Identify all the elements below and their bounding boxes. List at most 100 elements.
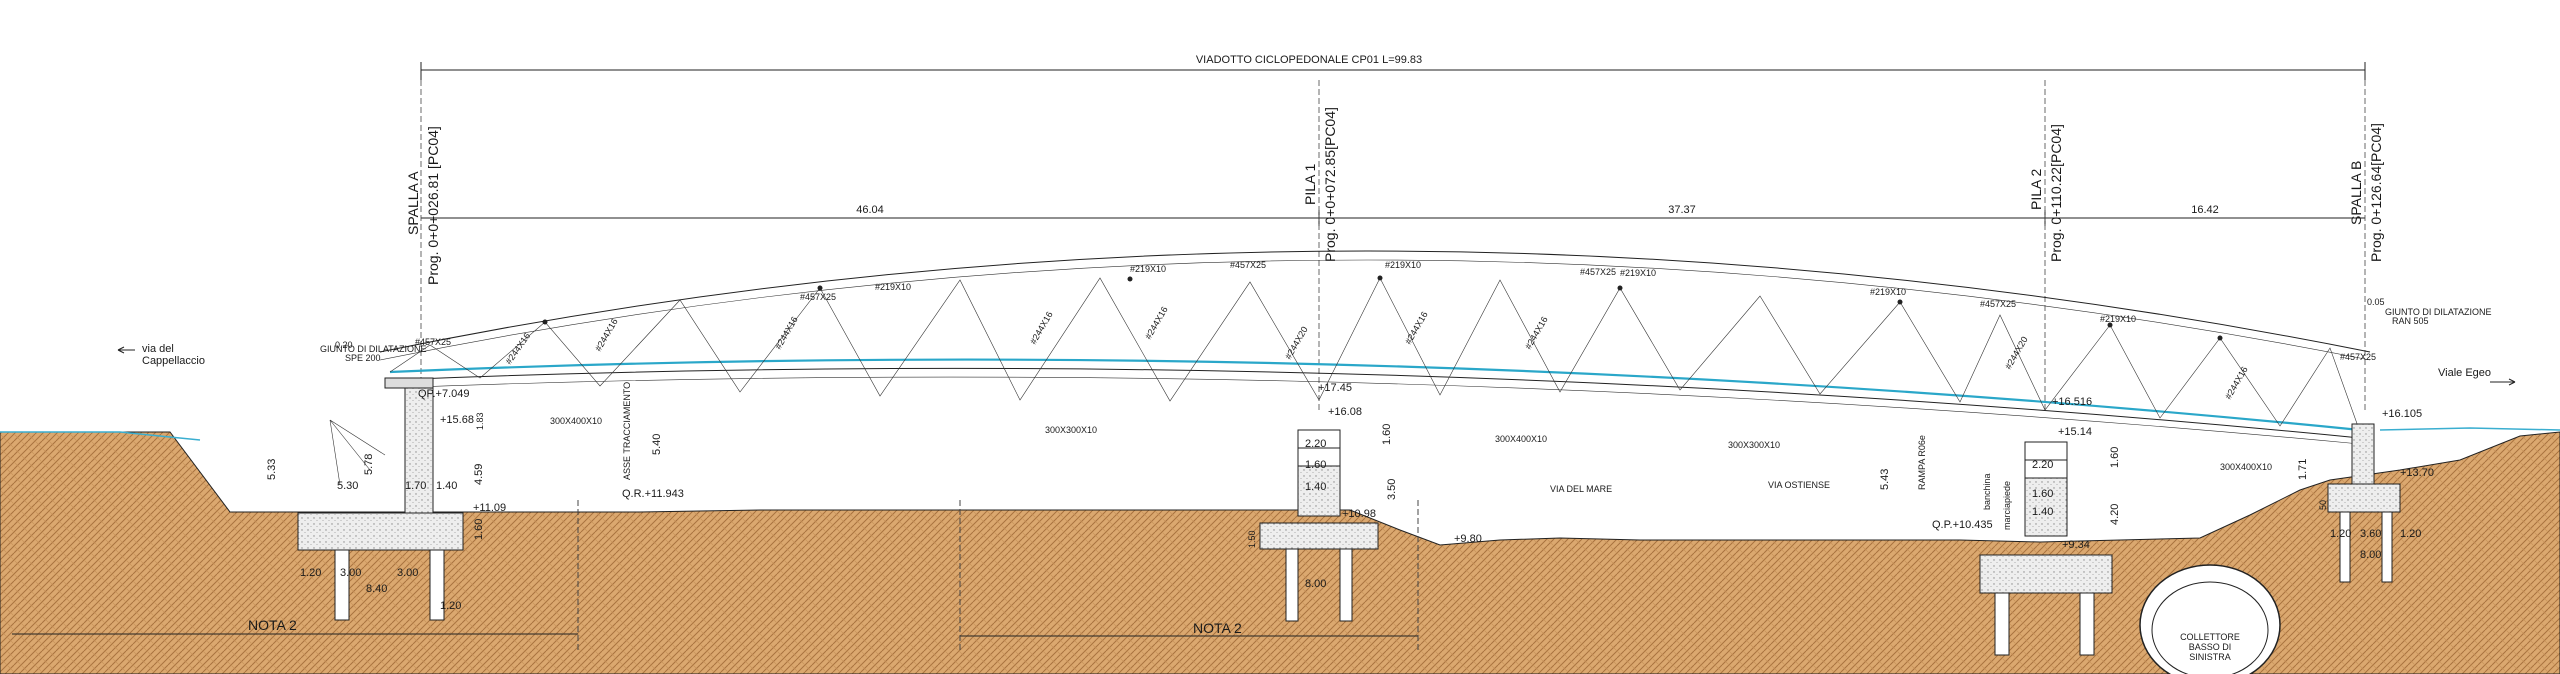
svg-text:ASSE TRACCIAMENTO: ASSE TRACCIAMENTO xyxy=(622,382,632,480)
svg-text:+9.34: +9.34 xyxy=(2062,539,2090,551)
pier-1 xyxy=(1259,429,1379,622)
svg-text:Q.P.+10.435: Q.P.+10.435 xyxy=(1932,519,1993,531)
svg-text:+16.516: +16.516 xyxy=(2052,396,2092,408)
svg-text:#244X16: #244X16 xyxy=(1143,305,1170,341)
svg-text:#244X16: #244X16 xyxy=(2223,365,2250,401)
svg-text:2.20: 2.20 xyxy=(1305,438,1326,450)
svg-text:#244X16: #244X16 xyxy=(503,331,532,366)
svg-text:300X400X10: 300X400X10 xyxy=(550,416,602,426)
ground-surface-line xyxy=(0,431,201,441)
sewer-collector xyxy=(2139,564,2281,674)
svg-text:Prog. 0+110.22[PC04]: Prog. 0+110.22[PC04] xyxy=(2048,124,2064,262)
svg-text:1.70: 1.70 xyxy=(405,480,426,492)
svg-text:#219X10: #219X10 xyxy=(1385,260,1421,270)
svg-text:8.00: 8.00 xyxy=(1305,578,1326,590)
svg-text:NOTA 2: NOTA 2 xyxy=(248,617,297,633)
svg-text:#457X25: #457X25 xyxy=(1230,260,1266,270)
support-label-pila-1: PILA 1 Prog. 0+0+072.85[PC04] xyxy=(1302,107,1338,262)
svg-text:+17.45: +17.45 xyxy=(1318,382,1352,394)
svg-text:4.20: 4.20 xyxy=(2109,504,2121,525)
svg-text:VIA DEL MARE: VIA DEL MARE xyxy=(1550,484,1612,494)
svg-text:3.00: 3.00 xyxy=(397,567,418,579)
svg-text:5.43: 5.43 xyxy=(1879,469,1891,490)
svg-text:#457X25: #457X25 xyxy=(2340,352,2376,362)
svg-text:#244X16: #244X16 xyxy=(1028,310,1055,346)
svg-text:#457X25: #457X25 xyxy=(1980,299,2016,309)
svg-text:1.20: 1.20 xyxy=(2330,528,2351,540)
svg-text:BASSO DI: BASSO DI xyxy=(2189,642,2232,652)
svg-text:#457X25: #457X25 xyxy=(800,292,836,302)
svg-text:1.60: 1.60 xyxy=(2032,488,2053,500)
svg-text:NOTA 2: NOTA 2 xyxy=(1193,620,1242,636)
svg-text:#244X16: #244X16 xyxy=(1523,315,1550,351)
svg-text:5.33: 5.33 xyxy=(266,459,278,480)
svg-text:SPALLA A: SPALLA A xyxy=(405,171,421,235)
svg-text:#219X10: #219X10 xyxy=(875,282,911,292)
svg-text:300X400X10: 300X400X10 xyxy=(1495,434,1547,444)
svg-text:4.59: 4.59 xyxy=(473,464,485,485)
svg-text:#219X10: #219X10 xyxy=(1620,268,1656,278)
svg-text:3.50: 3.50 xyxy=(1386,479,1398,500)
svg-text:8.00: 8.00 xyxy=(2360,549,2381,561)
svg-text:1.71: 1.71 xyxy=(2297,459,2309,480)
svg-text:#244X16: #244X16 xyxy=(773,315,800,351)
svg-text:300X300X10: 300X300X10 xyxy=(1728,440,1780,450)
svg-text:#244X20: #244X20 xyxy=(2003,335,2030,371)
svg-text:+9.80: +9.80 xyxy=(1454,533,1482,545)
svg-text:+10.98: +10.98 xyxy=(1342,508,1376,520)
svg-text:0.05: 0.05 xyxy=(2367,297,2385,307)
svg-text:300X300X10: 300X300X10 xyxy=(1045,425,1097,435)
svg-text:+15.68: +15.68 xyxy=(440,414,474,426)
svg-text:1.83: 1.83 xyxy=(475,412,485,430)
svg-text:#219X10: #219X10 xyxy=(1130,264,1166,274)
svg-text:via del: via del xyxy=(142,343,174,355)
svg-text:300X400X10: 300X400X10 xyxy=(2220,462,2272,472)
svg-text:1.60: 1.60 xyxy=(2109,447,2121,468)
bridge-title: VIADOTTO CICLOPEDONALE CP01 L=99.83 xyxy=(1196,54,1422,66)
svg-text:SPE 200: SPE 200 xyxy=(345,353,381,363)
support-label-pila-2: PILA 2 Prog. 0+110.22[PC04] xyxy=(2028,124,2064,262)
svg-text:+15.14: +15.14 xyxy=(2058,426,2092,438)
svg-text:#244X16: #244X16 xyxy=(593,317,620,353)
svg-text:Prog. 0+0+072.85[PC04]: Prog. 0+0+072.85[PC04] xyxy=(1322,107,1338,262)
svg-text:PILA 1: PILA 1 xyxy=(1302,164,1318,205)
svg-text:PILA 2: PILA 2 xyxy=(2028,169,2044,210)
svg-text:1.40: 1.40 xyxy=(1305,481,1326,493)
svg-text:QP.+7.049: QP.+7.049 xyxy=(418,388,469,400)
svg-text:1.60: 1.60 xyxy=(1305,459,1326,471)
svg-text:1.60: 1.60 xyxy=(1381,424,1393,445)
svg-text:Prog. 0+0+026.81 [PC04]: Prog. 0+0+026.81 [PC04] xyxy=(425,126,441,285)
svg-text:5.78: 5.78 xyxy=(363,454,375,475)
abutment-a xyxy=(297,377,464,621)
svg-text:VIA OSTIENSE: VIA OSTIENSE xyxy=(1768,480,1830,490)
svg-text:1.20: 1.20 xyxy=(2400,528,2421,540)
svg-text:#219X10: #219X10 xyxy=(1870,287,1906,297)
svg-text:#457X25: #457X25 xyxy=(1580,267,1616,277)
support-label-spalla-b: SPALLA B Prog. 0+126.64[PC04] xyxy=(2348,123,2384,262)
steel-truss: #457X25 #219X10 #219X10 #457X25 #219X10 … xyxy=(379,250,2376,472)
svg-text:#244X16: #244X16 xyxy=(1403,310,1430,346)
pier-2 xyxy=(1979,441,2113,656)
span-1-length: 46.04 xyxy=(856,204,884,216)
svg-text:2.20: 2.20 xyxy=(2032,459,2053,471)
svg-text:5.30: 5.30 xyxy=(337,480,358,492)
span-3-length: 16.42 xyxy=(2191,204,2219,216)
svg-text:1.40: 1.40 xyxy=(436,480,457,492)
span-2-length: 37.37 xyxy=(1668,204,1696,216)
svg-text:SPALLA B: SPALLA B xyxy=(2348,161,2364,225)
svg-text:3.60: 3.60 xyxy=(2360,528,2381,540)
svg-text:GIUNTO DI DILATAZIONE: GIUNTO DI DILATAZIONE xyxy=(2385,307,2492,317)
svg-text:1.60: 1.60 xyxy=(473,519,485,540)
svg-text:#219X10: #219X10 xyxy=(2100,314,2136,324)
svg-text:1.20: 1.20 xyxy=(300,567,321,579)
svg-text:+11.09: +11.09 xyxy=(473,502,506,514)
svg-text:1.20: 1.20 xyxy=(440,600,461,612)
svg-text:#457X25: #457X25 xyxy=(415,337,451,347)
svg-text:8.40: 8.40 xyxy=(366,583,387,595)
svg-text:marciapiede: marciapiede xyxy=(2002,481,2012,530)
svg-text:3.00: 3.00 xyxy=(340,567,361,579)
svg-text:1.40: 1.40 xyxy=(2032,506,2053,518)
svg-text:50: 50 xyxy=(2318,500,2328,510)
svg-text:COLLETTORE: COLLETTORE xyxy=(2180,632,2240,642)
